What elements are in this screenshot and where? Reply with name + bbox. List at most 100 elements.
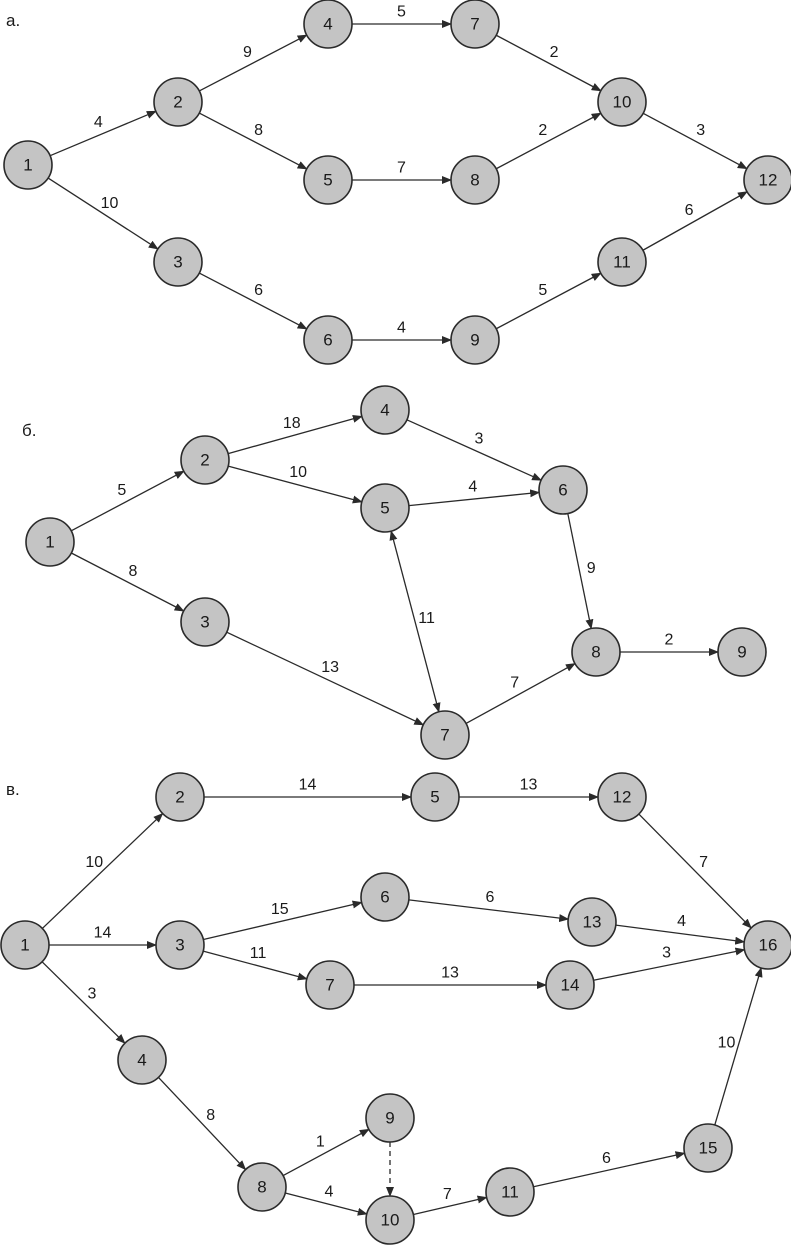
node-b-1: 1 (25, 517, 75, 567)
node-c-1: 1 (0, 920, 50, 970)
node-c-12: 12 (597, 772, 647, 822)
node-label-a-4: 4 (323, 15, 332, 34)
node-label-c-16: 16 (759, 936, 778, 955)
node-a-7: 7 (450, 0, 500, 49)
node-label-c-1: 1 (20, 936, 29, 955)
edge-c-14-16 (593, 947, 746, 981)
edge-weight-c-1-3: 14 (94, 925, 112, 942)
edge-weight-a-6-9: 4 (397, 320, 406, 337)
edge-a-2-4 (198, 34, 308, 92)
node-c-15: 15 (683, 1123, 733, 1173)
node-label-c-14: 14 (561, 976, 580, 995)
edge-weight-c-1-4: 3 (87, 985, 96, 1002)
edge-weight-c-1-2: 10 (85, 854, 103, 871)
node-circle-c-16 (743, 920, 791, 970)
edge-c-1-2 (41, 812, 164, 929)
edge-weight-b-1-2: 5 (117, 482, 126, 499)
edge-weight-c-7-14: 13 (441, 965, 459, 982)
node-b-2: 2 (180, 435, 230, 485)
node-circle-c-8 (237, 1162, 287, 1212)
edge-weight-c-3-7: 11 (250, 945, 267, 962)
edge-weight-a-5-8: 7 (397, 160, 406, 177)
node-circle-c-10 (365, 1195, 415, 1245)
node-circle-c-2 (155, 772, 205, 822)
edge-b-5-6 (408, 489, 541, 507)
edge-c-13-16 (615, 924, 746, 945)
node-c-11: 11 (485, 1167, 535, 1217)
edge-weight-a-7-10: 2 (550, 44, 559, 61)
node-label-c-3: 3 (175, 936, 184, 955)
node-circle-c-12 (597, 772, 647, 822)
node-circle-b-3 (180, 597, 230, 647)
node-label-a-2: 2 (173, 93, 182, 112)
node-a-3: 3 (153, 237, 203, 287)
edge-c-12-16 (638, 813, 752, 929)
edge-c-6-13 (408, 899, 570, 923)
edge-weight-c-3-6: 15 (271, 901, 289, 918)
node-circle-c-5 (410, 772, 460, 822)
node-b-4: 4 (360, 385, 410, 435)
node-c-7: 7 (305, 960, 355, 1010)
node-c-13: 13 (567, 897, 617, 947)
node-label-c-4: 4 (137, 1051, 146, 1070)
node-a-2: 2 (153, 77, 203, 127)
node-label-a-12: 12 (759, 171, 778, 190)
diagram-c-label: в. (6, 780, 20, 799)
edge-c-4-8 (158, 1076, 247, 1171)
node-circle-a-7 (450, 0, 500, 49)
node-circle-a-12 (743, 155, 791, 205)
diagram-b-label: б. (22, 421, 36, 440)
edge-weight-c-4-8: 8 (206, 1107, 215, 1124)
edge-a-1-2 (49, 110, 157, 157)
node-label-a-10: 10 (613, 93, 632, 112)
node-circle-c-13 (567, 897, 617, 947)
edge-weight-b-2-5: 10 (289, 464, 307, 481)
node-label-c-12: 12 (613, 788, 632, 807)
node-c-10: 10 (365, 1195, 415, 1245)
node-label-b-7: 7 (440, 726, 449, 745)
edge-weight-a-2-5: 8 (254, 122, 263, 139)
node-label-c-15: 15 (699, 1139, 718, 1158)
node-circle-a-4 (303, 0, 353, 49)
edge-c-10-11 (413, 1195, 488, 1216)
edge-b-6-8 (567, 513, 594, 630)
edge-a-8-10 (495, 112, 602, 170)
node-a-5: 5 (303, 155, 353, 205)
edge-weight-c-14-16: 3 (662, 945, 671, 962)
node-label-b-6: 6 (558, 481, 567, 500)
edge-weight-b-3-7: 13 (321, 659, 339, 676)
edge-c-15-16 (714, 967, 763, 1126)
node-label-a-7: 7 (470, 15, 479, 34)
node-c-6: 6 (360, 872, 410, 922)
node-a-11: 11 (597, 237, 647, 287)
node-label-c-10: 10 (381, 1211, 400, 1230)
edge-b-1-2 (70, 470, 185, 532)
node-circle-b-2 (180, 435, 230, 485)
edge-weight-a-10-12: 3 (696, 122, 705, 139)
edge-weight-c-6-13: 6 (485, 889, 494, 906)
node-circle-c-6 (360, 872, 410, 922)
edge-b-1-3 (71, 552, 185, 612)
node-a-8: 8 (450, 155, 500, 205)
node-label-c-11: 11 (501, 1183, 519, 1202)
node-a-12: 12 (743, 155, 791, 205)
node-label-c-9: 9 (385, 1109, 394, 1128)
edge-c-3-7 (203, 950, 308, 981)
node-label-c-2: 2 (175, 788, 184, 807)
edge-weight-b-4-6: 3 (474, 431, 483, 448)
edge-weight-b-5-7: 11 (418, 610, 435, 627)
edge-a-1-3 (47, 177, 159, 250)
node-label-a-11: 11 (613, 253, 631, 272)
node-circle-c-15 (683, 1123, 733, 1173)
node-circle-b-7 (420, 710, 470, 760)
node-label-b-3: 3 (200, 613, 209, 632)
edge-weight-c-13-16: 4 (677, 913, 686, 930)
edge-c-3-6 (203, 900, 363, 941)
node-circle-a-10 (597, 77, 647, 127)
node-circle-b-6 (538, 465, 588, 515)
edge-weight-c-5-12: 13 (520, 777, 538, 794)
